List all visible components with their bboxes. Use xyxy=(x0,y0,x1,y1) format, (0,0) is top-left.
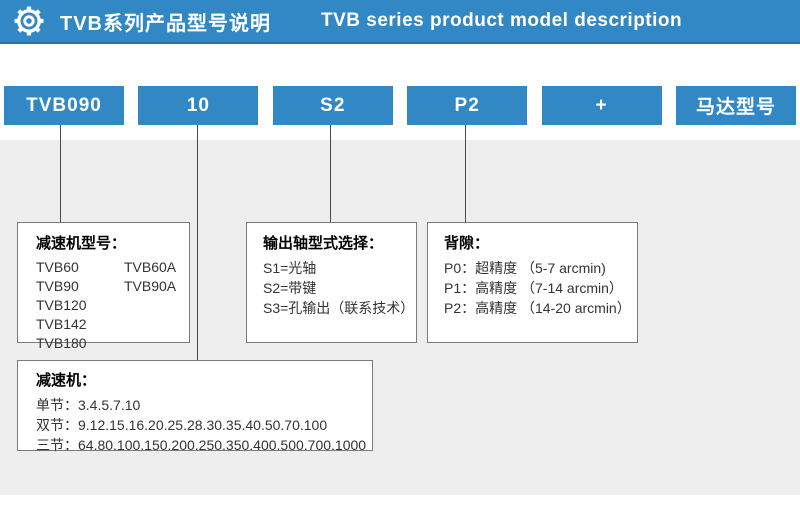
gearbox-model-col2: TVB60A TVB90A xyxy=(124,258,176,353)
gearbox-model-item: TVB60A xyxy=(124,259,177,275)
backlash-item: P0：超精度 （5-7 arcmin) xyxy=(444,260,606,276)
callout-output-shaft: 输出轴型式选择： S1=光轴 S2=带键 S3=孔输出（联系技术） xyxy=(246,222,417,343)
gearbox-model-item: TVB90A xyxy=(124,278,177,294)
model-segment-backlash: P2 xyxy=(407,86,528,125)
reducer-ratio-item: 三节：64.80.100.150.200.250.350.400.500.700… xyxy=(36,437,367,453)
output-shaft-item: S3=孔输出（联系技术） xyxy=(263,300,415,316)
reducer-ratio-item: 单节：3.4.5.7.10 xyxy=(36,397,141,413)
gearbox-model-item: TVB142 xyxy=(36,316,87,332)
connector-shaft-line xyxy=(330,125,331,222)
model-segment-motor: 马达型号 xyxy=(675,86,796,125)
callout-reducer-ratios-title: 减速机： xyxy=(36,372,97,389)
model-code-row: TVB090 10 S2 P2 + 马达型号 xyxy=(0,86,800,125)
callout-output-shaft-title: 输出轴型式选择： xyxy=(263,235,384,252)
gearbox-model-item: TVB60 xyxy=(36,259,79,275)
header-bar: TVB系列产品型号说明 TVB series product model des… xyxy=(0,0,800,44)
model-segment-shaft: S2 xyxy=(272,86,393,125)
callout-gearbox-model-title: 减速机型号： xyxy=(36,235,127,252)
connector-series-line xyxy=(60,125,61,222)
output-shaft-item: S1=光轴 xyxy=(263,260,317,276)
gearbox-model-item: TVB180 xyxy=(36,335,87,351)
model-segment-ratio: 10 xyxy=(138,86,259,125)
reducer-ratio-item: 双节：9.12.15.16.20.25.28.30.35.40.50.70.10… xyxy=(36,417,328,433)
callout-gearbox-model: 减速机型号： TVB60 TVB90 TVB120 TVB142 TVB180 … xyxy=(17,222,190,351)
gearbox-model-columns: TVB60 TVB90 TVB120 TVB142 TVB180 TVB60A … xyxy=(36,258,189,353)
gear-icon xyxy=(10,2,48,40)
callout-reducer-ratios: 减速机： 单节：3.4.5.7.10 双节：9.12.15.16.20.25.2… xyxy=(17,360,373,453)
connector-ratio-line xyxy=(197,125,198,360)
backlash-item: P2：高精度 （14-20 arcmin） xyxy=(444,300,631,316)
gearbox-model-item: TVB120 xyxy=(36,297,87,313)
model-segment-plus: + xyxy=(541,86,662,125)
gearbox-model-col1: TVB60 TVB90 TVB120 TVB142 TVB180 xyxy=(36,258,124,353)
gearbox-model-item: TVB90 xyxy=(36,278,79,294)
page-title-zh: TVB系列产品型号说明 xyxy=(60,12,271,35)
model-segment-series: TVB090 xyxy=(4,86,124,125)
output-shaft-item: S2=带键 xyxy=(263,280,317,296)
connector-backlash-line xyxy=(465,125,466,222)
page-title-en: TVB series product model description xyxy=(321,10,683,31)
backlash-item: P1：高精度 （7-14 arcmin） xyxy=(444,280,623,296)
callout-backlash: 背隙： P0：超精度 （5-7 arcmin) P1：高精度 （7-14 arc… xyxy=(427,222,638,343)
callout-backlash-title: 背隙： xyxy=(444,235,490,252)
